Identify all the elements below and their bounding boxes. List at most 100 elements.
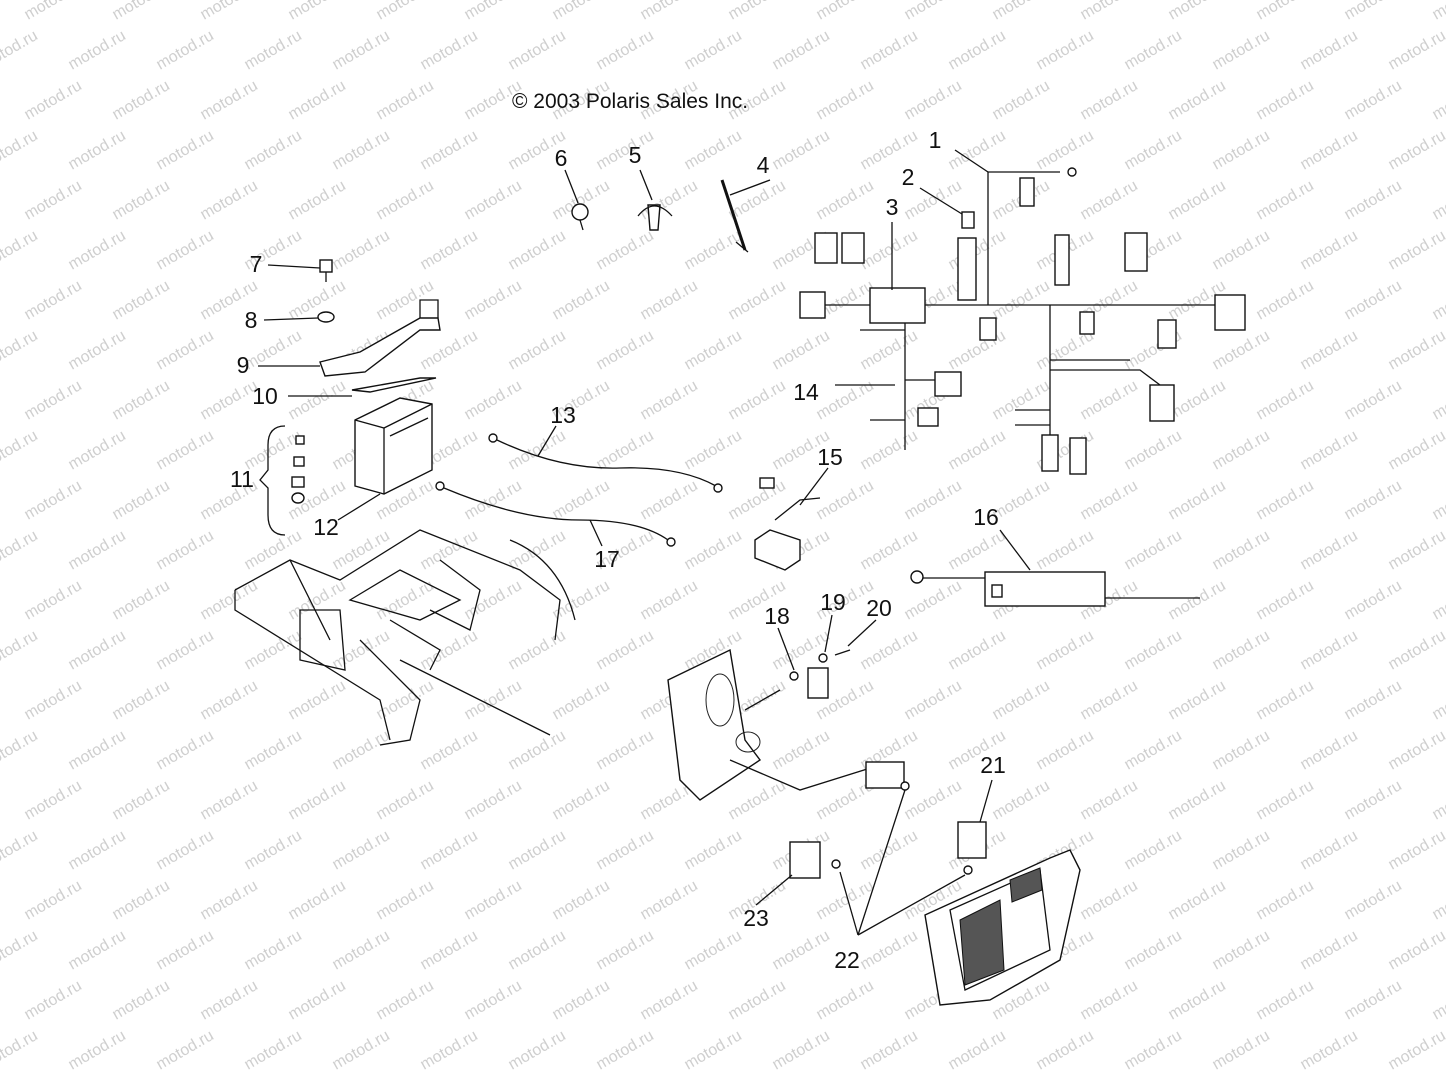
watermark-text: motod.ru	[66, 827, 129, 873]
leader-line	[954, 149, 989, 173]
watermark-text: motod.ru	[594, 27, 657, 73]
watermark-text: motod.ru	[418, 927, 481, 973]
watermark-text: motod.ru	[154, 427, 217, 473]
watermark-text: motod.ru	[22, 777, 85, 823]
watermark-text: motod.ru	[1254, 177, 1317, 223]
watermark-text: motod.ru	[330, 1027, 393, 1073]
watermark-text: motod.ru	[110, 77, 173, 123]
cover-panel	[924, 849, 1081, 1006]
watermark-text: motod.ru	[1078, 877, 1141, 923]
watermark-text: motod.ru	[462, 0, 525, 23]
watermark-text: motod.ru	[66, 427, 129, 473]
watermark-text: motod.ru	[1386, 27, 1446, 73]
watermark-text: motod.ru	[990, 677, 1053, 723]
watermark-text: motod.ru	[814, 177, 877, 223]
watermark-text: motod.ru	[1254, 377, 1317, 423]
watermark-text: motod.ru	[1342, 577, 1405, 623]
watermark-text: motod.ru	[1430, 377, 1446, 423]
watermark-text: motod.ru	[66, 627, 129, 673]
watermark-text: motod.ru	[1386, 327, 1446, 373]
watermark-text: motod.ru	[1430, 477, 1446, 523]
hold-down-bracket-part-9	[258, 299, 441, 377]
watermark-text: motod.ru	[1210, 627, 1273, 673]
watermark-text: motod.ru	[902, 677, 965, 723]
screw-part-20	[834, 619, 877, 656]
cable-tie-part-4	[720, 179, 771, 253]
watermark-text: motod.ru	[1298, 27, 1361, 73]
watermark-text: motod.ru	[770, 1027, 833, 1073]
watermark-text: motod.ru	[154, 1027, 217, 1073]
watermark-text: motod.ru	[858, 27, 921, 73]
watermark-text: motod.ru	[1386, 127, 1446, 173]
watermark-text: motod.ru	[374, 0, 437, 23]
watermark-text: motod.ru	[1386, 627, 1446, 673]
watermark-text: motod.ru	[858, 427, 921, 473]
watermark-text: motod.ru	[286, 277, 349, 323]
watermark-text: motod.ru	[1342, 877, 1405, 923]
watermark-text: motod.ru	[1430, 0, 1446, 23]
watermark-text: motod.ru	[22, 677, 85, 723]
callout-20: 20	[866, 595, 892, 621]
watermark-text: motod.ru	[1078, 77, 1141, 123]
callout-4: 4	[757, 152, 770, 178]
vehicle-frame	[234, 529, 576, 746]
watermark-text: motod.ru	[990, 277, 1053, 323]
watermark-text: motod.ru	[418, 327, 481, 373]
watermark-text: motod.ru	[902, 477, 965, 523]
watermark-text: motod.ru	[110, 577, 173, 623]
watermark-text: motod.ru	[682, 327, 745, 373]
battery-cable-part-17	[435, 481, 676, 547]
watermark-text: motod.ru	[22, 477, 85, 523]
watermark-text: motod.ru	[286, 77, 349, 123]
watermark-text: motod.ru	[154, 927, 217, 973]
watermark-text: motod.ru	[1342, 277, 1405, 323]
nut-part-8	[263, 311, 335, 323]
watermark-text: motod.ru	[594, 627, 657, 673]
watermark-text: motod.ru	[726, 0, 789, 23]
watermark-text: motod.ru	[418, 127, 481, 173]
watermark-text: motod.ru	[1298, 227, 1361, 273]
watermark-text: motod.ru	[0, 27, 41, 73]
watermark-text: motod.ru	[1298, 527, 1361, 573]
watermark-text: motod.ru	[638, 277, 701, 323]
watermark-text: motod.ru	[1034, 527, 1097, 573]
watermark-text: motod.ru	[1210, 27, 1273, 73]
battery-part-12	[337, 397, 433, 521]
watermark-text: motod.ru	[946, 527, 1009, 573]
watermark-text: motod.ru	[550, 277, 613, 323]
watermark-text: motod.ru	[1122, 827, 1185, 873]
watermark-text: motod.ru	[1034, 1027, 1097, 1073]
watermark-text: motod.ru	[198, 177, 261, 223]
watermark-text: motod.ru	[594, 1027, 657, 1073]
watermark-text: motod.ru	[1166, 0, 1229, 23]
watermark-text: motod.ru	[198, 977, 261, 1023]
watermark-text: motod.ru	[1386, 727, 1446, 773]
watermark-text: motod.ru	[198, 577, 261, 623]
watermark-text: motod.ru	[990, 77, 1053, 123]
watermark-text: motod.ru	[66, 27, 129, 73]
watermark-text: motod.ru	[1298, 1027, 1361, 1073]
watermark-text: motod.ru	[1254, 677, 1317, 723]
watermark-text: motod.ru	[330, 927, 393, 973]
watermark-text: motod.ru	[1342, 177, 1405, 223]
callout-8: 8	[245, 307, 258, 333]
watermark-text: motod.ru	[1298, 127, 1361, 173]
watermark-text: motod.ru	[990, 377, 1053, 423]
watermark-text: motod.ru	[814, 977, 877, 1023]
watermark-text: motod.ru	[814, 0, 877, 23]
watermark-text: motod.ru	[1122, 427, 1185, 473]
watermark-text: motod.ru	[550, 577, 613, 623]
watermark-text: motod.ru	[462, 577, 525, 623]
hardware-kit-part-11	[259, 425, 305, 536]
watermark-text: motod.ru	[66, 727, 129, 773]
watermark-text: motod.ru	[1122, 727, 1185, 773]
watermark-text: motod.ru	[770, 727, 833, 773]
watermark-text: motod.ru	[682, 227, 745, 273]
watermark-text: motod.ru	[286, 0, 349, 23]
callout-17: 17	[594, 546, 620, 572]
callout-19: 19	[820, 589, 846, 615]
watermark-text: motod.ru	[22, 377, 85, 423]
watermark-text: motod.ru	[242, 127, 305, 173]
watermark-text: motod.ru	[198, 77, 261, 123]
battery-cable-part-13	[488, 425, 723, 493]
